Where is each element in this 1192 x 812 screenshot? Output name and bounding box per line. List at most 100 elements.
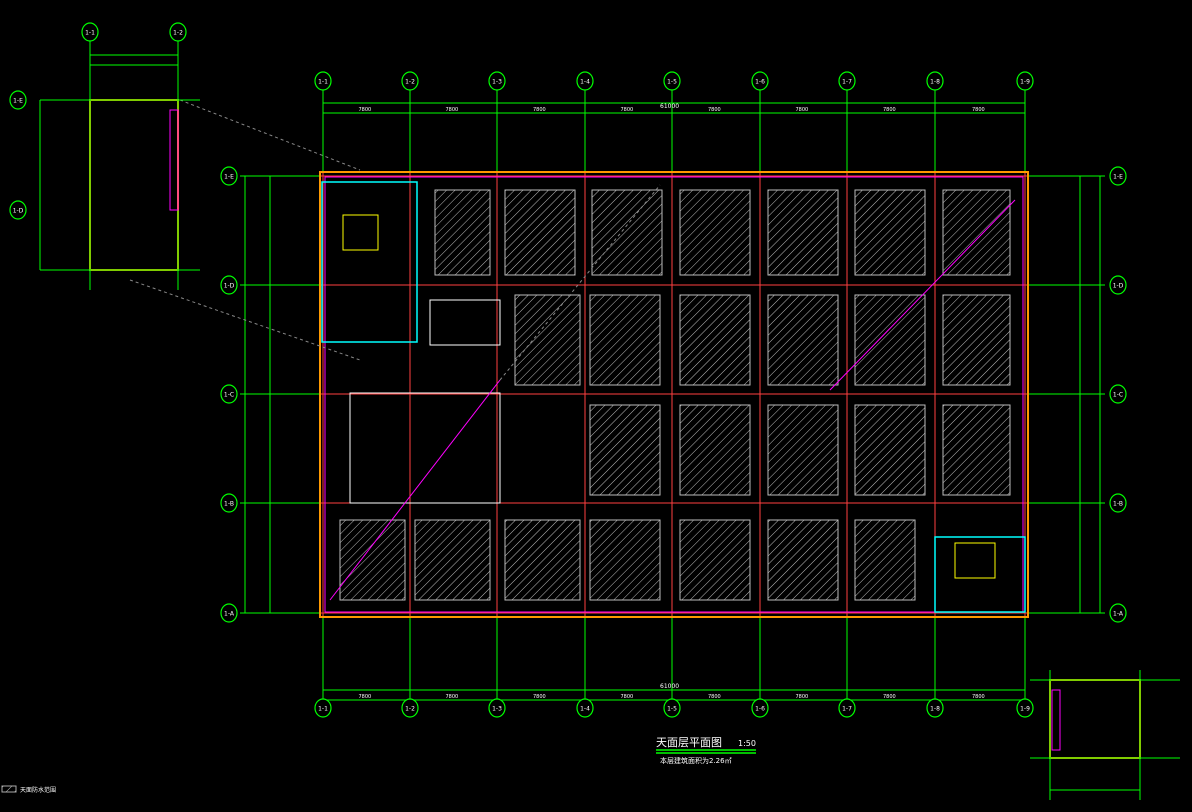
svg-text:1-3: 1-3 bbox=[492, 79, 502, 86]
axis-bubble-1-9: 1-9 bbox=[1016, 71, 1034, 91]
svg-text:1-B: 1-B bbox=[224, 501, 234, 508]
hatched-roof-panel bbox=[942, 189, 1011, 276]
axis-grid: 7800 7800 7800 7800 7800 7800 7800 7800 7800 7800… bbox=[240, 88, 1105, 701]
hatched-roof-panel bbox=[942, 294, 1011, 386]
hatched-roof-panel bbox=[942, 404, 1011, 496]
span-dimension: 7800 bbox=[883, 107, 896, 113]
axis-bubble-1-E: 1-E bbox=[9, 90, 27, 110]
svg-text:1-6: 1-6 bbox=[755, 79, 765, 86]
span-dimension: 7800 bbox=[533, 107, 546, 113]
hatched-roof-panel bbox=[854, 404, 926, 496]
hatched-roof-panel bbox=[767, 294, 839, 386]
drain-slope-line bbox=[829, 199, 1016, 391]
hatched-roof-panel bbox=[679, 519, 751, 601]
svg-text:1-A: 1-A bbox=[224, 611, 235, 618]
hatched-roof-panel bbox=[679, 294, 751, 386]
axis-bubble-1-3: 1-3 bbox=[488, 71, 506, 91]
hatched-roof-panel bbox=[414, 519, 491, 601]
axis-bubble-1-A: 1-A bbox=[1109, 603, 1127, 623]
span-dimension: 7800 bbox=[883, 694, 896, 700]
hatched-roof-panel bbox=[589, 519, 661, 601]
axis-bubble-1-D: 1-D bbox=[1109, 275, 1127, 295]
svg-text:1-7: 1-7 bbox=[842, 79, 852, 86]
axis-bubble-1-8: 1-8 bbox=[926, 698, 944, 718]
svg-text:1-E: 1-E bbox=[13, 98, 23, 105]
axis-bubble-1-3: 1-3 bbox=[488, 698, 506, 718]
skylight-opening bbox=[349, 392, 501, 504]
svg-text:1-E: 1-E bbox=[1113, 174, 1123, 181]
axis-bubble-1-4: 1-4 bbox=[576, 71, 594, 91]
hatched-roof-panel bbox=[854, 294, 926, 386]
stair-core-left bbox=[321, 181, 418, 343]
hatched-roof-panel bbox=[504, 519, 581, 601]
detail-leader bbox=[179, 99, 361, 171]
axis-bubble-1-6: 1-6 bbox=[751, 698, 769, 718]
span-dimension: 7800 bbox=[796, 694, 809, 700]
svg-text:1-4: 1-4 bbox=[580, 79, 590, 86]
span-dimension: 7800 bbox=[359, 107, 372, 113]
span-dimension: 7800 bbox=[708, 107, 721, 113]
svg-text:1-5: 1-5 bbox=[667, 706, 677, 713]
span-dimension: 7800 bbox=[972, 694, 985, 700]
hatched-roof-panel bbox=[434, 189, 491, 276]
axis-bubble-1-7: 1-7 bbox=[838, 71, 856, 91]
axis-bubble-1-D: 1-D bbox=[9, 200, 27, 220]
stair-left bbox=[342, 214, 379, 251]
svg-text:1-9: 1-9 bbox=[1020, 79, 1030, 86]
axis-bubble-1-6: 1-6 bbox=[751, 71, 769, 91]
span-dimension: 7800 bbox=[972, 107, 985, 113]
svg-text:1-8: 1-8 bbox=[930, 79, 940, 86]
hatched-roof-panel bbox=[767, 189, 839, 276]
svg-text:1-C: 1-C bbox=[224, 392, 234, 399]
hatched-roof-panel bbox=[679, 189, 751, 276]
svg-text:1-A: 1-A bbox=[1113, 611, 1124, 618]
legend-hatch-swatch bbox=[1, 785, 17, 793]
outer-wall bbox=[319, 171, 1029, 618]
legend-note: 天面防水范围 bbox=[20, 786, 56, 794]
axis-bubble-1-E: 1-E bbox=[1109, 166, 1127, 186]
drawing-title: 天面层平面图 bbox=[656, 736, 722, 749]
axis-bubble-1-2: 1-2 bbox=[401, 698, 419, 718]
svg-text:1-1: 1-1 bbox=[318, 706, 328, 713]
svg-text:1-1: 1-1 bbox=[85, 30, 95, 37]
span-dimension: 7800 bbox=[621, 694, 634, 700]
svg-text:1-D: 1-D bbox=[13, 208, 24, 215]
area-note: 本层建筑面积为2.26㎡ bbox=[660, 756, 732, 765]
svg-text:1-5: 1-5 bbox=[667, 79, 677, 86]
axis-bubble-1-2: 1-2 bbox=[401, 71, 419, 91]
hatched-roof-panel bbox=[854, 519, 916, 601]
span-dimension: 7800 bbox=[446, 694, 459, 700]
hatched-roof-panel bbox=[767, 404, 839, 496]
svg-text:1-1: 1-1 bbox=[318, 79, 328, 86]
axis-bubble-1-A: 1-A bbox=[220, 603, 238, 623]
svg-text:1-2: 1-2 bbox=[173, 30, 183, 37]
detail-leader bbox=[129, 279, 361, 361]
detail-inset-right bbox=[1030, 670, 1180, 800]
axis-bubble-1-1: 1-1 bbox=[81, 22, 99, 42]
axis-bubble-1-C: 1-C bbox=[220, 384, 238, 404]
svg-text:1-4: 1-4 bbox=[580, 706, 590, 713]
stair-core-right bbox=[934, 536, 1026, 613]
axis-bubble-1-B: 1-B bbox=[1109, 493, 1127, 513]
svg-text:1-7: 1-7 bbox=[842, 706, 852, 713]
svg-text:1-6: 1-6 bbox=[755, 706, 765, 713]
svg-text:1-2: 1-2 bbox=[405, 706, 415, 713]
svg-text:1-D: 1-D bbox=[1113, 283, 1124, 290]
drawing-scale: 1:50 bbox=[738, 739, 756, 748]
axis-bubble-1-2: 1-2 bbox=[169, 22, 187, 42]
axis-bubble-1-1: 1-1 bbox=[314, 698, 332, 718]
span-dimension: 7800 bbox=[796, 107, 809, 113]
span-dimension: 7800 bbox=[621, 107, 634, 113]
drain-slope-line bbox=[329, 379, 501, 601]
detail-inset-left bbox=[39, 40, 200, 290]
hatched-roof-panel bbox=[767, 519, 839, 601]
roof-panels bbox=[339, 189, 1011, 601]
hatched-roof-panel bbox=[854, 189, 926, 276]
svg-text:1-C: 1-C bbox=[1113, 392, 1123, 399]
hatched-roof-panel bbox=[504, 189, 576, 276]
parapet-line bbox=[324, 176, 1024, 613]
span-dimension: 7800 bbox=[446, 107, 459, 113]
span-dimension: 7800 bbox=[533, 694, 546, 700]
axis-bubble-1-5: 1-5 bbox=[663, 71, 681, 91]
